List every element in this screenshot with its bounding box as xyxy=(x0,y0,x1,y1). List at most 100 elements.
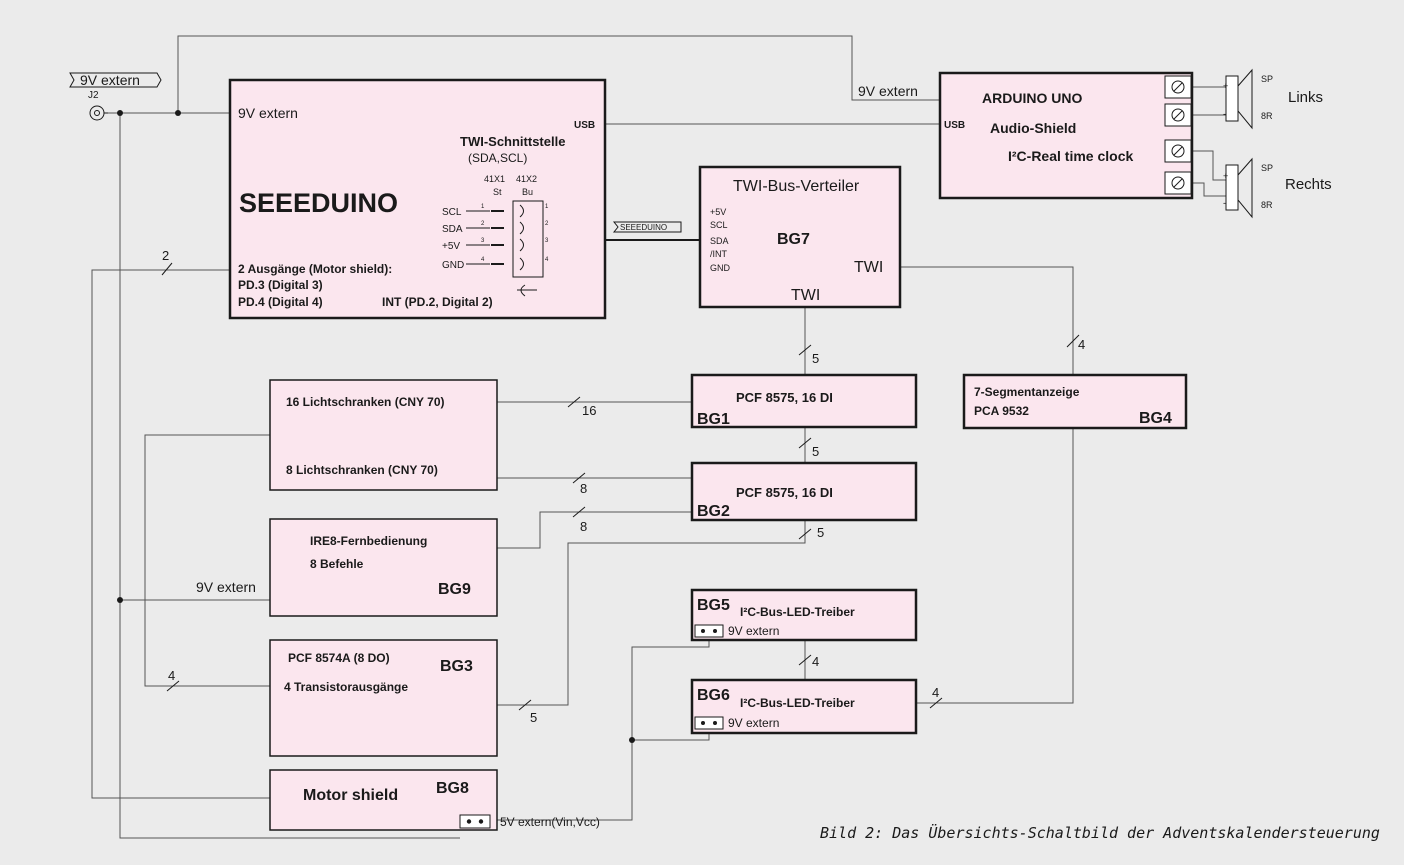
svg-text:2: 2 xyxy=(481,221,485,227)
bg9-line1: IRE8-Fernbedienung xyxy=(310,534,427,548)
figure-caption: Bild 2: Das Übersichts-Schaltbild der Ad… xyxy=(820,823,1380,842)
jumper-icon xyxy=(694,716,724,730)
bg1-id: BG1 xyxy=(697,411,730,428)
svg-text:8R: 8R xyxy=(1261,200,1273,210)
int-plug-icon xyxy=(517,284,537,297)
bus-width-bg2-bg3: 5 xyxy=(817,525,824,540)
seeeduino-pin-5v: +5V 3 3 xyxy=(442,238,549,252)
bg9-block: 9V extern IRE8-Fernbedienung 8 Befehle B… xyxy=(196,518,498,617)
seeeduino-pin-scl: SCL 1 1 xyxy=(442,204,549,218)
bus-width-bg7-bg4: 4 xyxy=(1078,337,1085,352)
bg6-power-label: 9V extern xyxy=(728,716,779,730)
bg4-line2: PCA 9532 xyxy=(974,404,1029,418)
bg8-power-label: 5V extern(Vin,Vcc) xyxy=(500,815,600,829)
svg-text:3: 3 xyxy=(481,238,485,244)
bg9-line2: 8 Befehle xyxy=(310,557,364,571)
svg-text:GND: GND xyxy=(442,260,464,271)
svg-text:GND: GND xyxy=(710,263,731,273)
svg-text:3: 3 xyxy=(545,238,549,244)
jumper-icon xyxy=(694,624,724,638)
bg6-id: BG6 xyxy=(697,687,730,704)
connector-st-id: 41X1 xyxy=(484,174,505,184)
bg6-block: BG6 I²C-Bus-LED-Treiber 9V extern xyxy=(690,678,918,735)
bg5-id: BG5 xyxy=(697,597,730,614)
svg-text:SDA: SDA xyxy=(710,236,729,246)
bg3-line2: 4 Transistorausgänge xyxy=(284,680,408,694)
bus-width-bg3-light: 4 xyxy=(168,668,175,683)
audio-shield-label: Audio-Shield xyxy=(990,120,1076,136)
svg-text:SCL: SCL xyxy=(442,207,462,218)
bg7-twi-distributor: TWI-Bus-Verteiler +5V SCL SDA /INT GND B… xyxy=(698,165,902,309)
bg2-id: BG2 xyxy=(697,503,730,520)
svg-text:+: + xyxy=(1223,171,1228,181)
svg-text:/INT: /INT xyxy=(710,249,728,259)
bg2-block: PCF 8575, 16 DI BG2 xyxy=(690,461,918,522)
seeeduino-power-label: 9V extern xyxy=(238,105,298,121)
arduino-title: ARDUINO UNO xyxy=(982,90,1082,106)
bg4-id: BG4 xyxy=(1139,410,1172,427)
bus-width-bg2-light: 8 xyxy=(580,481,587,496)
light-barrier-block: 16 Lichtschranken (CNY 70) 8 Lichtschran… xyxy=(269,379,498,491)
bg8-id: BG8 xyxy=(436,780,469,797)
bus-width-seeeduino-motor: 2 xyxy=(162,248,169,263)
bg2-title: PCF 8575, 16 DI xyxy=(736,485,833,500)
bus-width-labels: 2 5 4 16 5 8 8 5 4 5 4 4 xyxy=(162,248,1085,725)
bg9-power-label: 9V extern xyxy=(196,579,256,595)
connector-tag-icon xyxy=(69,72,162,88)
svg-text:-: - xyxy=(1223,198,1226,208)
bg7-twi-bottom: TWI xyxy=(791,287,820,304)
connector-ref: J2 xyxy=(88,90,99,101)
seeeduino-pin-gnd: GND 4 4 xyxy=(442,257,549,271)
seeeduino-block: 9V extern USB TWI-Schnittstelle (SDA,SCL… xyxy=(228,78,607,320)
bg3-id: BG3 xyxy=(440,658,473,675)
svg-text:1: 1 xyxy=(545,204,549,210)
speaker-right-label: Rechts xyxy=(1285,176,1332,193)
bg1-title: PCF 8575, 16 DI xyxy=(736,390,833,405)
bg8-block: Motor shield BG8 5V extern(Vin,Vcc) xyxy=(269,769,600,831)
speaker-left-label: Links xyxy=(1288,89,1323,106)
bg5-block: BG5 I²C-Bus-LED-Treiber 9V extern xyxy=(690,588,918,642)
svg-text:SCL: SCL xyxy=(710,220,728,230)
bg3-line1: PCF 8574A (8 DO) xyxy=(288,651,390,665)
junction-dots xyxy=(117,110,635,743)
bg1-block: PCF 8575, 16 DI BG1 xyxy=(690,373,918,429)
rtc-label: I²C-Real time clock xyxy=(1008,148,1133,164)
light-barrier-8: 8 Lichtschranken (CNY 70) xyxy=(286,463,438,477)
svg-text:+5V: +5V xyxy=(710,207,726,217)
bg5-power-label: 9V extern xyxy=(728,624,779,638)
bg8-name: Motor shield xyxy=(303,787,398,804)
output-pd3: PD.3 (Digital 3) xyxy=(238,278,323,292)
svg-text:SP: SP xyxy=(1261,74,1273,84)
bg4-block: 7-Segmentanzeige PCA 9532 BG4 xyxy=(962,373,1188,430)
bus-width-bg7-bg1: 5 xyxy=(812,351,819,366)
seeeduino-name: SEEEDUINO xyxy=(239,188,398,218)
bus-width-bg1-light: 16 xyxy=(582,403,596,418)
outputs-title: 2 Ausgänge (Motor shield): xyxy=(238,262,392,276)
arduino-power-label: 9V extern xyxy=(858,83,918,99)
connector-bu-label: Bu xyxy=(522,187,533,197)
connector-bu-id: 41X2 xyxy=(516,174,537,184)
svg-text:2: 2 xyxy=(545,221,549,227)
speaker-left: + - SP 8R Links xyxy=(1223,68,1323,130)
bus-width-bg6-bg4: 4 xyxy=(932,685,939,700)
bus-width-bg5-bg6: 4 xyxy=(812,654,819,669)
bus-tag-label: SEEEDUINO xyxy=(620,223,667,232)
bus-width-bg2-bg9: 8 xyxy=(580,519,587,534)
connector-st-label: St xyxy=(493,187,502,197)
svg-text:-: - xyxy=(1223,109,1226,119)
seeeduino-usb-label: USB xyxy=(574,120,595,131)
svg-text:SP: SP xyxy=(1261,163,1273,173)
svg-text:1: 1 xyxy=(481,204,485,210)
arduino-block: 9V extern USB ARDUINO UNO Audio-Shield I… xyxy=(858,71,1194,200)
speaker-terminals xyxy=(1164,75,1192,195)
light-barrier-16: 16 Lichtschranken (CNY 70) xyxy=(286,395,445,409)
bg7-twi-right: TWI xyxy=(854,259,883,276)
connector-label: 9V extern xyxy=(80,72,140,88)
jack-socket-icon xyxy=(89,105,105,121)
j2-connector: 9V extern J2 xyxy=(69,72,162,121)
wires xyxy=(91,35,1226,839)
bg7-id: BG7 xyxy=(777,231,810,248)
twi-interface-sub: (SDA,SCL) xyxy=(468,151,527,165)
twi-interface-title: TWI-Schnittstelle xyxy=(460,134,565,149)
